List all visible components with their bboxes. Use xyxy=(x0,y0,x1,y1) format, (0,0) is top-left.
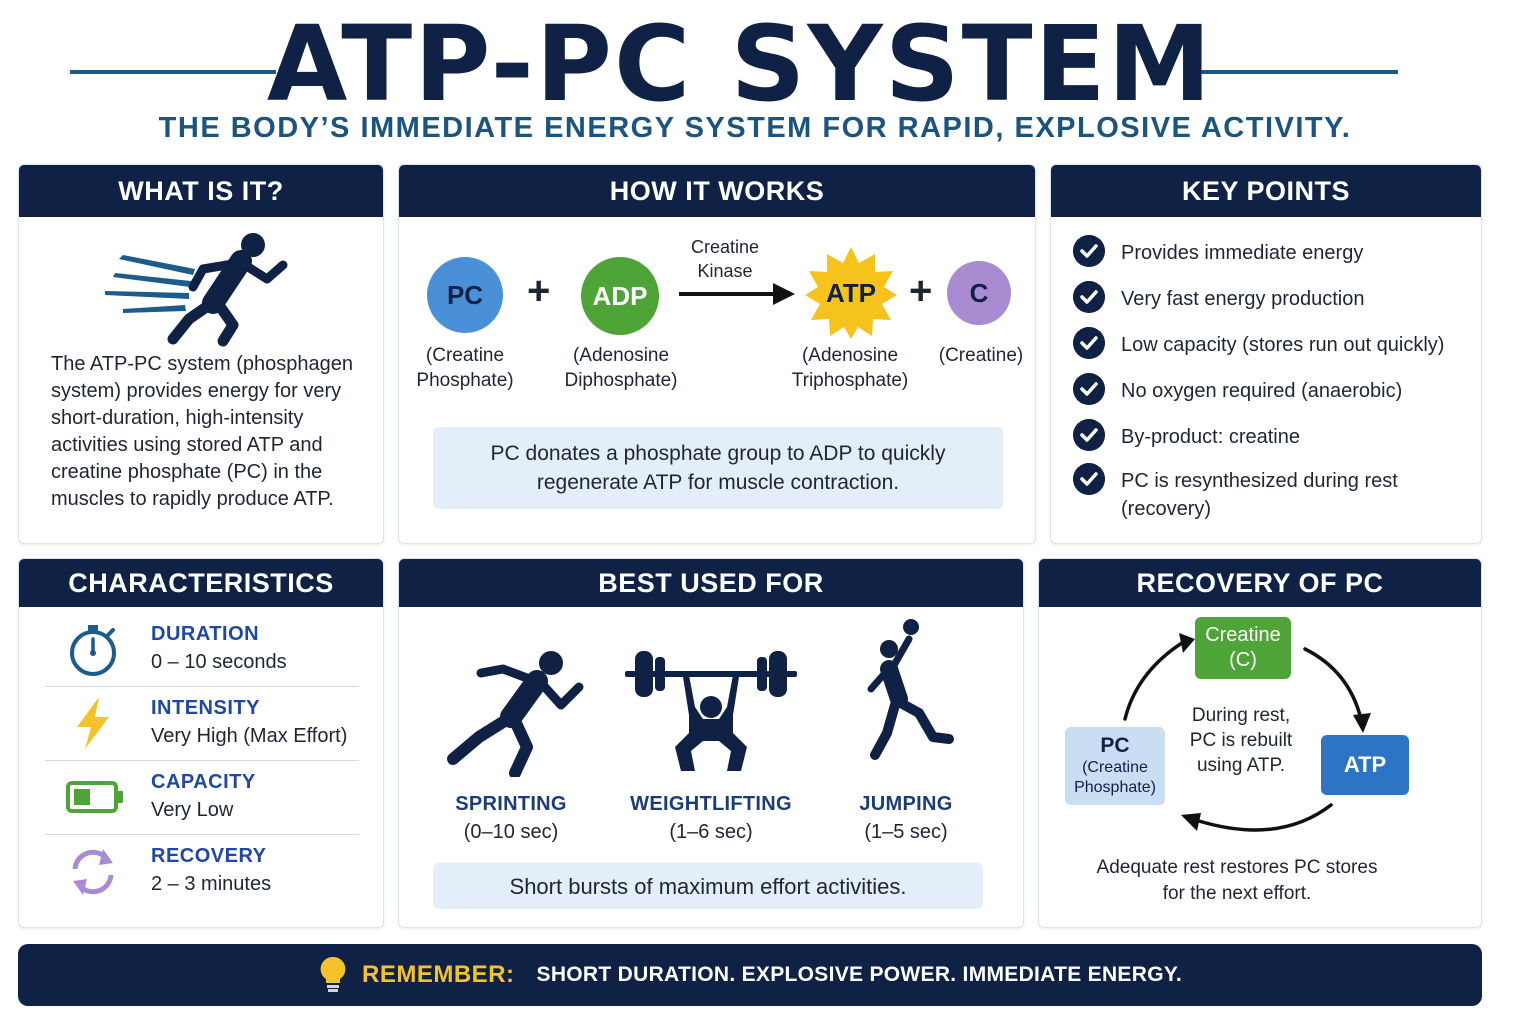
best-used-for-panel: BEST USED FOR SPRINTING (0–10 sec) WEIGH… xyxy=(398,558,1024,928)
recovery-panel: RECOVERY OF PC Creatine (C) ATP PC (Crea… xyxy=(1038,558,1482,928)
battery-low-icon xyxy=(66,781,123,813)
page-subtitle: THE BODY’S IMMEDIATE ENERGY SYSTEM FOR R… xyxy=(158,112,1352,144)
pc-molecule: PC xyxy=(427,257,503,333)
atp-box: ATP xyxy=(1321,735,1409,795)
key-point: Provides immediate energy xyxy=(1073,235,1451,267)
best-used-for-heading: BEST USED FOR xyxy=(399,559,1023,607)
key-points-panel: KEY POINTS Provides immediate energy Ver… xyxy=(1050,164,1482,544)
stopwatch-icon xyxy=(70,625,116,676)
creatine-label: (Creatine) xyxy=(938,345,1024,366)
characteristic-recovery: RECOVERY 2 – 3 minutes xyxy=(45,835,359,909)
checkmark-icon xyxy=(1073,373,1105,405)
how-it-works-panel: HOW IT WORKS PC (Creatine Phosphate) + A… xyxy=(398,164,1036,544)
how-it-works-heading: HOW IT WORKS xyxy=(399,165,1035,217)
page-title: ATP-PC SYSTEM xyxy=(266,3,1214,125)
adp-label: (Adenosine Diphosphate) xyxy=(564,345,678,391)
activity-duration: (1–6 sec) xyxy=(669,821,753,843)
title-rule-right xyxy=(1196,70,1398,74)
activity-duration: (1–5 sec) xyxy=(864,821,948,843)
characteristic-capacity: CAPACITY Very Low xyxy=(45,761,359,835)
weightlifting-icon xyxy=(625,651,797,771)
what-is-it-description: The ATP-PC system (phosphagen system) pr… xyxy=(51,353,353,510)
key-points-heading: KEY POINTS xyxy=(1051,165,1481,217)
key-point: No oxygen required (anaerobic) xyxy=(1073,373,1451,405)
key-point: By-product: creatine xyxy=(1073,419,1451,451)
characteristic-duration: DURATION 0 – 10 seconds xyxy=(45,613,359,687)
recovery-heading: RECOVERY OF PC xyxy=(1039,559,1481,607)
enzyme-label: Creatine Kinase xyxy=(690,237,760,281)
creatine-box: Creatine (C) xyxy=(1195,617,1291,679)
recovery-cycle-arrows-icon xyxy=(1123,633,1371,832)
what-is-it-panel: WHAT IS IT? The ATP-PC system (phosphage… xyxy=(18,164,384,544)
sprinting-icon xyxy=(447,651,584,777)
plus-sign-2: + xyxy=(909,269,933,313)
reaction-arrow-icon xyxy=(679,283,795,305)
how-it-works-note: PC donates a phosphate group to ADP to q… xyxy=(433,427,1003,509)
checkmark-icon xyxy=(1073,463,1105,495)
plus-sign: + xyxy=(527,269,551,313)
pc-box: PC (Creatine Phosphate) xyxy=(1065,727,1165,805)
checkmark-icon xyxy=(1073,327,1105,359)
key-point: PC is resynthesized during rest (recover… xyxy=(1073,463,1421,523)
atp-molecule: ATP xyxy=(825,277,877,308)
what-is-it-heading: WHAT IS IT? xyxy=(19,165,383,217)
pc-label: (Creatine Phosphate) xyxy=(416,345,514,391)
lightning-icon xyxy=(77,697,109,749)
characteristic-intensity: INTENSITY Very High (Max Effort) xyxy=(45,687,359,761)
checkmark-icon xyxy=(1073,281,1105,313)
remember-text: SHORT DURATION. EXPLOSIVE POWER. IMMEDIA… xyxy=(536,963,1182,986)
checkmark-icon xyxy=(1073,235,1105,267)
adp-molecule: ADP xyxy=(581,257,659,335)
characteristics-panel: CHARACTERISTICS DURATION 0 – 10 seconds … xyxy=(18,558,384,928)
activity-name: SPRINTING xyxy=(455,793,567,815)
recovery-footer: Adequate rest restores PC stores for the… xyxy=(1096,857,1378,904)
key-point: Very fast energy production xyxy=(1073,281,1451,313)
activity-name: WEIGHTLIFTING xyxy=(630,793,792,815)
jumping-icon xyxy=(867,619,954,760)
atp-burst-icon xyxy=(805,247,897,339)
activity-duration: (0–10 sec) xyxy=(463,821,559,843)
activity-name: JUMPING xyxy=(859,793,953,815)
remember-bar: REMEMBER: SHORT DURATION. EXPLOSIVE POWE… xyxy=(18,944,1482,1006)
remember-label: REMEMBER: xyxy=(362,961,515,988)
lightbulb-icon xyxy=(320,956,346,992)
title-rule-left xyxy=(70,70,276,74)
sprinter-icon xyxy=(105,233,288,347)
recycle-arrows-icon xyxy=(72,849,114,895)
best-used-for-note: Short bursts of maximum effort activitie… xyxy=(433,863,983,909)
atp-label: (Adenosine Triphosphate) xyxy=(791,345,909,391)
checkmark-icon xyxy=(1073,419,1105,451)
characteristics-heading: CHARACTERISTICS xyxy=(19,559,383,607)
creatine-molecule: C xyxy=(947,261,1011,325)
recovery-explanation: During rest, PC is rebuilt using ATP. xyxy=(1189,705,1293,776)
key-point: Low capacity (stores run out quickly) xyxy=(1073,327,1451,359)
